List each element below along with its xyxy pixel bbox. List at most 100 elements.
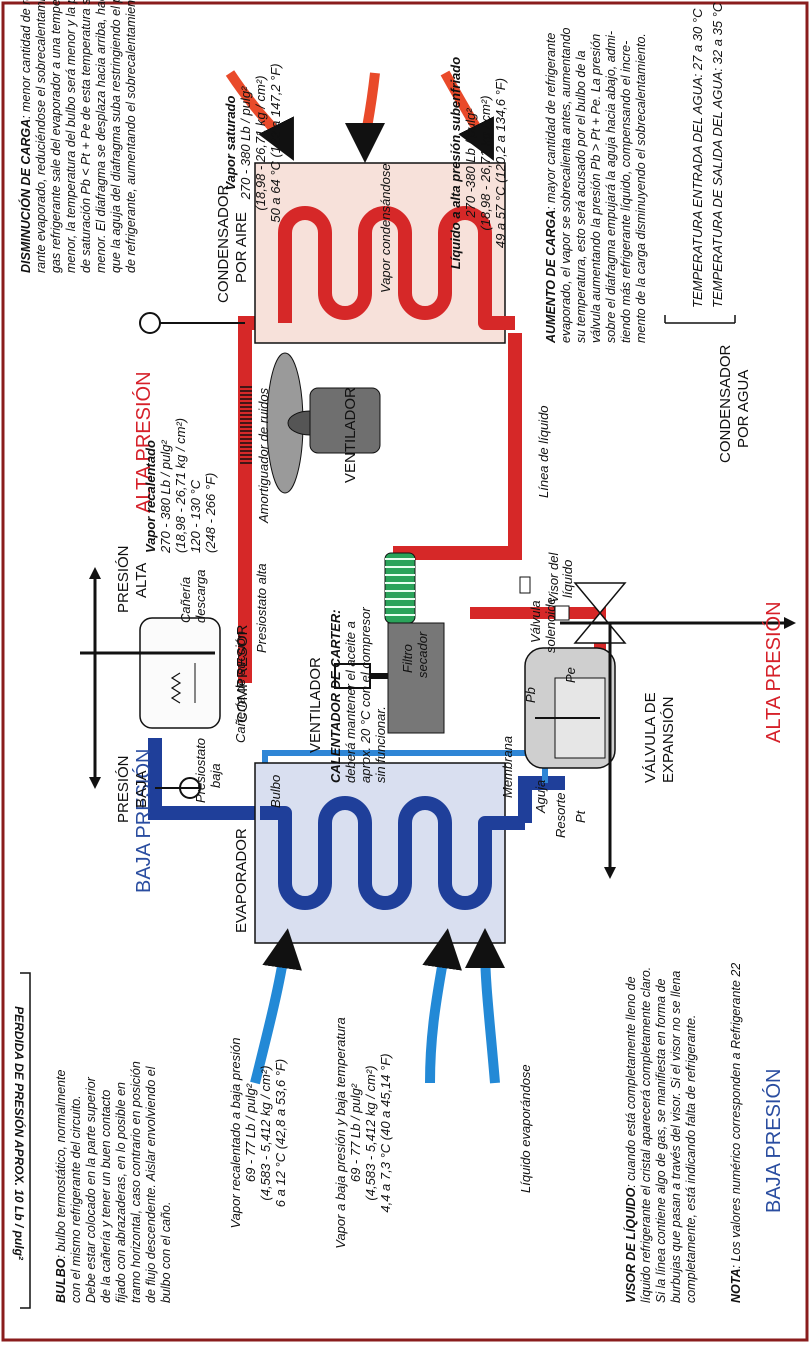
rotated-diagram: ALTA PRESIÓN BAJA PRESIÓN ALTA PRESIÓN B… — [12, 0, 796, 1309]
label-presiostato-baja-2: baja — [208, 763, 223, 788]
vapor-rec-baja-l3: (4,583 - 5,412 kg / cm²) — [258, 1065, 273, 1200]
bulbo-note-l2: con el mismo refrigerante del circuito. — [69, 1095, 83, 1303]
bulbo-note-l3: Debe estar colocado en la parte superior — [84, 1076, 98, 1303]
aumento-l2: evaporado, el vapor se sobrecalienta ant… — [559, 27, 573, 343]
expansion-valve — [524, 647, 616, 769]
label-ventilador-evaporator: VENTILADOR — [307, 657, 324, 753]
heading-baja-presion-top: BAJA PRESIÓN — [132, 749, 155, 894]
calentador-title: CALENTADOR DE CARTER: — [328, 609, 343, 783]
vapor-rec-baja-l1: Vapor recalentado a baja presión — [228, 1037, 243, 1228]
bulbo-note-l1: BULBO: bulbo termostático, normalmente — [54, 1070, 68, 1303]
label-canieria-succion: Cañería de succión — [233, 631, 248, 743]
vapor-baja-temp-l3: (4,583 - 5,412 kg / cm²) — [363, 1065, 378, 1200]
calentador-l1: deberá mantener el aceite a — [343, 621, 358, 783]
vapor-saturado-l2: (18,98 - 26,71 kg / cm²) — [253, 75, 268, 210]
calentador-l2: aprox. 20 °C con el compresor — [358, 607, 373, 783]
label-filtro-1: Filtro — [400, 644, 415, 673]
sight-glass — [519, 576, 531, 594]
liquido-subenfriado-title: Líquido a alta presión subenfriado — [448, 57, 463, 269]
label-valvula-expansion: VÁLVULA DE — [642, 692, 659, 783]
vapor-rec-baja-l2: 69 - 77 Lb / pulg² — [243, 1083, 258, 1182]
label-por-aire: POR AIRE — [233, 212, 250, 283]
vapor-saturado-l1: 270 - 380 Lb / pulg² — [238, 86, 253, 200]
condenser-fan — [266, 352, 381, 494]
nota-title: NOTA — [729, 1269, 743, 1304]
label-pb: Pb — [523, 687, 538, 703]
agua-entrada: TEMPERATURA ENTRADA DEL AGUA: 27 a 30 °C — [690, 8, 705, 308]
heading-alta-presion-bottom: ALTA PRESIÓN — [762, 601, 785, 743]
visor-note-l3: Si la línea contiene algo de gas, se man… — [654, 978, 668, 1303]
noise-damper — [240, 386, 252, 464]
vapor-recalentado-l3: 120 - 130 °C — [188, 479, 203, 553]
label-visor-2: líquido — [560, 560, 575, 598]
evaporator-flow-arrows — [250, 928, 506, 1085]
calentador-l3: sin funcionar. — [373, 706, 388, 783]
evaporator-box — [254, 762, 506, 944]
label-presion-baja-2: BAJA — [133, 770, 150, 808]
disminucion-l3: gas refrigerante sale del evaporador a u… — [49, 0, 63, 273]
label-presion-baja: PRESIÓN — [115, 755, 132, 823]
vapor-rec-baja-l4: 6 a 12 °C (42,8 a 53,6 °F) — [273, 1059, 288, 1207]
liquido-subenfriado-l1: 270 -380 Lb / pulg² — [463, 108, 478, 219]
vapor-recalentado-l4: (248 - 266 °F) — [203, 473, 218, 553]
bulbo-note-title: BULBO — [54, 1258, 68, 1303]
pressure-loss-brace — [20, 972, 31, 1309]
label-valvula-expansion-2: EXPANSIÓN — [660, 697, 677, 783]
bulbo-note-l6: tramo horizontal, caso contrario en posi… — [129, 1061, 143, 1303]
label-presiostato-alta: Presiostato alta — [254, 563, 269, 653]
high-pressure-gauge — [139, 312, 245, 334]
label-canieria-2: descarga — [193, 570, 208, 623]
aumento-l1-text: : mayor cantidad de refrigerante — [544, 33, 558, 210]
label-condensador-agua: CONDENSADOR — [717, 344, 734, 463]
vapor-recalentado-title: Vapor recalentado — [143, 440, 158, 553]
label-resorte: Resorte — [553, 792, 568, 838]
visor-note-l5: completamente, está indicando falta de r… — [684, 1015, 698, 1303]
label-valvula-sol-1: Válvula — [528, 600, 543, 643]
aumento-l4: válvula aumentando la presión Pb > Pt + … — [589, 34, 603, 343]
disminucion-l8: de refrigerante, aumentando el sobrecale… — [124, 0, 138, 273]
label-liquido-evaporandose: Líquido evaporándose — [518, 1064, 533, 1193]
evaporator-coil — [260, 796, 525, 910]
label-evaporador: EVAPORADOR — [233, 828, 250, 933]
liquid-line — [393, 333, 522, 583]
disminucion-l6: menor. El diafragma se desplaza hacia ar… — [94, 0, 108, 273]
liquido-subenfriado-l2: (18,98 - 26,71 kg / cm²) — [478, 95, 493, 230]
label-valvula-sol-2: solenoide — [543, 597, 558, 653]
filter-dryer — [384, 552, 416, 624]
compressor — [139, 617, 221, 729]
evaporator-fan — [334, 622, 445, 734]
bulbo-note-l4: de la cañería y tener un buen contacto — [99, 1090, 113, 1303]
vapor-recalentado-l1: 270 - 380 Lb / pulg² — [158, 440, 173, 554]
suction-line — [148, 738, 260, 820]
solenoid-valve — [554, 582, 627, 644]
label-presion-alta: PRESIÓN — [115, 545, 132, 613]
vapor-baja-temp-l2: 69 - 77 Lb / pulg² — [348, 1083, 363, 1182]
label-presion-alta-2: ALTA — [133, 563, 150, 598]
aumento-title: AUMENTO DE CARGA — [544, 210, 558, 344]
label-por-agua: POR AGUA — [735, 370, 752, 448]
aumento-l3: su temperatura, esto será acusado por el… — [574, 50, 588, 343]
water-brace — [664, 315, 736, 324]
vapor-recalentado-l2: (18,98 - 26,71 kg / cm²) — [173, 418, 188, 553]
label-compresor: COMPRESOR — [234, 624, 251, 723]
disminucion-l5: de saturación Pb < Pt + Pe de esta tempe… — [79, 0, 93, 273]
disminucion-l7: que la aguja del diafragma suba restring… — [109, 0, 123, 273]
label-aguja: Aguja — [533, 780, 548, 814]
disminucion-l1-text: : menor cantidad de refrige- — [19, 0, 33, 119]
label-presiostato-baja-1: Presiostato — [193, 738, 208, 803]
aumento-l7: mento de la carga disminuyendo el sobrec… — [634, 33, 648, 343]
label-pe: Pe — [563, 667, 578, 683]
label-vapor-condensandose: Vapor condensándose — [378, 163, 393, 293]
label-filtro-2: secador — [415, 631, 430, 678]
vapor-baja-temp-l4: 4,4 a 7,3 °C (40 a 45,14 °F) — [378, 1053, 393, 1212]
label-condensador: CONDENSADOR — [215, 184, 232, 303]
condenser-flow-arrows — [225, 70, 494, 163]
vapor-saturado-l3: 50 a 64 °C (122 a 147,2 °F) — [268, 63, 283, 222]
label-pt: Pt — [573, 809, 588, 823]
visor-note-l2: líquido refrigerante el cristal aparecer… — [639, 967, 653, 1303]
nota-line: NOTA: Los valores numérico corresponden … — [729, 963, 743, 1303]
visor-note-l4: burbujas que pasan a través del visor. S… — [669, 971, 683, 1303]
